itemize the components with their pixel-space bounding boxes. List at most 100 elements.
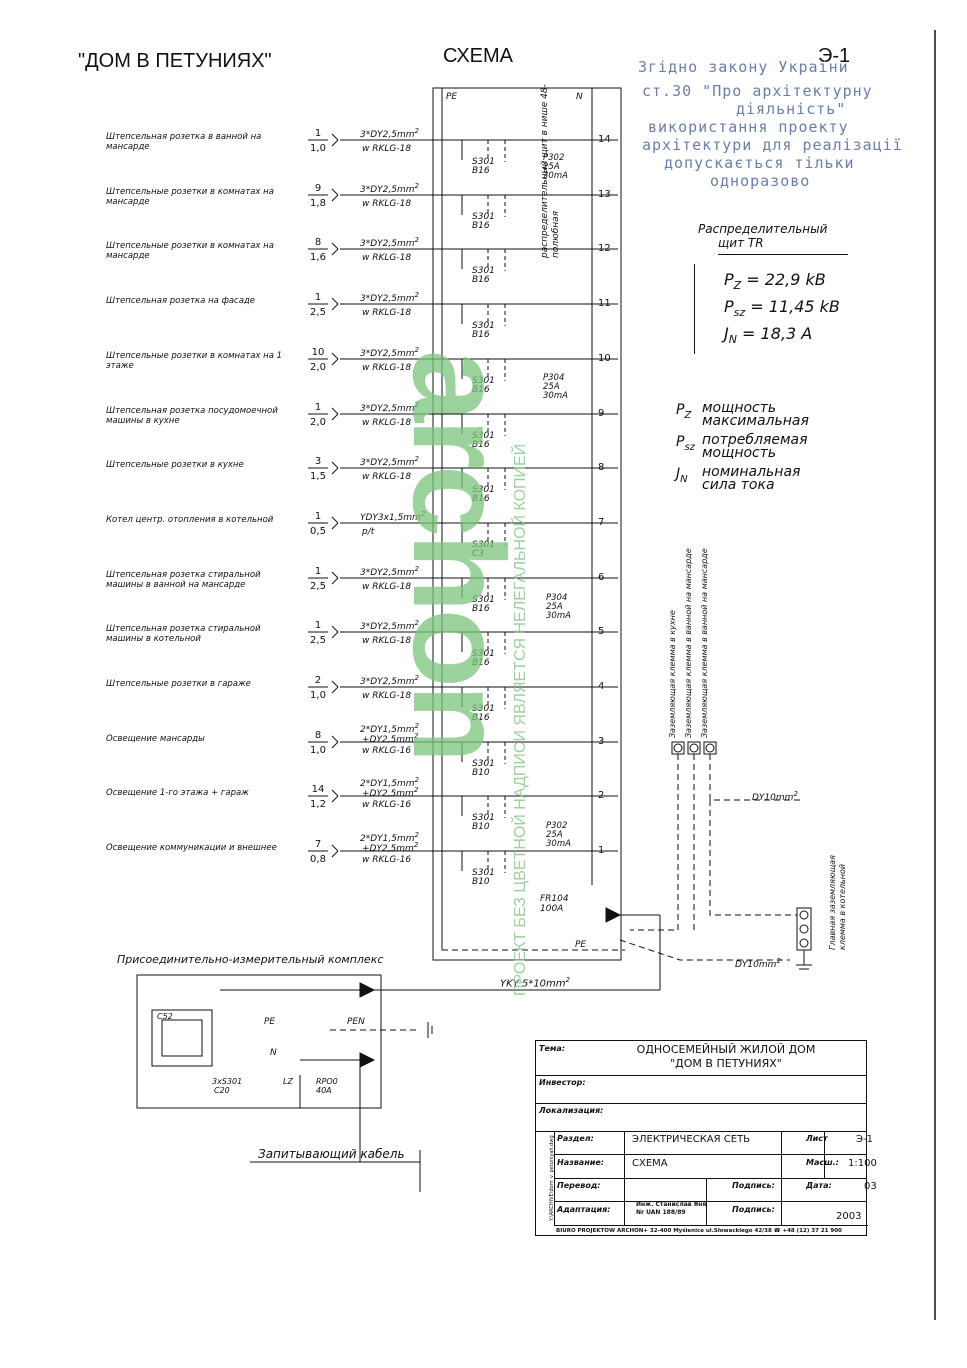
circuit-breaker-name: S301 bbox=[472, 813, 495, 823]
scheme-title: СХЕМА bbox=[443, 45, 513, 67]
tb-sheet: Э-1 bbox=[856, 1134, 873, 1145]
circuit-breaker-name: S301 bbox=[472, 649, 495, 659]
watermark-logo: archon bbox=[386, 350, 532, 760]
circuit-cable: 3*DY2,5mm2 bbox=[360, 346, 419, 359]
circuit-label: Штепсельные розетки в комнатах на мансар… bbox=[106, 241, 274, 261]
circuit-breaker-rating: B16 bbox=[472, 440, 490, 450]
circuit-label: Штепсельные розетки в комнатах на мансар… bbox=[106, 187, 274, 207]
circuit-cable-sup: 2 bbox=[414, 291, 419, 299]
metering-pen: PEN bbox=[347, 1017, 365, 1027]
circuit-cable-type: w RKLG-18 bbox=[362, 582, 412, 592]
circuit-count: 1 bbox=[314, 620, 322, 631]
circuit-breaker-rating: B16 bbox=[472, 658, 490, 668]
rcd-name: P302 bbox=[546, 821, 568, 831]
circuit-cable-sup: 2 bbox=[414, 236, 419, 244]
circuit-cable-text: 2*DY1,5mm bbox=[360, 834, 415, 844]
legend-symbol: J bbox=[676, 466, 681, 482]
circuit-number: 8 bbox=[598, 462, 605, 473]
circuit-count: 3 bbox=[314, 456, 322, 467]
legend-text-2: сила тока bbox=[702, 477, 775, 493]
circuit-label: Освещение 1-го этажа + гараж bbox=[106, 788, 249, 798]
circuit-breaker-rating: B16 bbox=[472, 166, 490, 176]
main-cable-sup: 2 bbox=[565, 976, 570, 984]
metering-pe: PE bbox=[264, 1017, 276, 1027]
circuit-length: 2,0 bbox=[310, 362, 326, 373]
circuit-length: 1,0 bbox=[310, 745, 326, 756]
circuit-length: 1,0 bbox=[310, 690, 326, 701]
legend-text-1: мощность bbox=[702, 400, 777, 416]
board-psz: Psz = 11,45 kB bbox=[724, 297, 840, 320]
board-info: Распределительный щит TR bbox=[698, 222, 848, 255]
circuit-label: Штепсельные розетки в кухне bbox=[106, 460, 244, 470]
circuit-breaker-rating: B10 bbox=[472, 877, 490, 887]
circuit-cable: 3*DY2,5mm2 bbox=[360, 236, 419, 249]
board-title-2: щит TR bbox=[718, 236, 848, 255]
main-cable: YKY 5*10mm bbox=[500, 978, 566, 990]
meter-label: C52 bbox=[157, 1012, 173, 1021]
circuit-length: 1,0 bbox=[310, 143, 326, 154]
circuit-cable-sup: 2 bbox=[414, 565, 419, 573]
tb-footer: BIURO PROJEKTOW ARCHON+ 32-400 Myślenice… bbox=[554, 1225, 868, 1236]
circuit-count: 10 bbox=[311, 347, 325, 358]
approval-stamp: Згідно закону України ст.30 "Про архітек… bbox=[636, 58, 906, 190]
circuit-cable-type: w RKLG-18 bbox=[362, 418, 412, 428]
metering-n: N bbox=[270, 1048, 277, 1058]
metering-fuse: RPO0 40A bbox=[316, 1077, 338, 1095]
circuit-cable-sup: 2 bbox=[414, 127, 419, 135]
circuit-breaker-name: S301 bbox=[472, 266, 495, 276]
legend-sub: Z bbox=[684, 409, 692, 421]
metering-box bbox=[136, 974, 382, 1109]
main-cable-label: YKY 5*10mm2 bbox=[500, 976, 570, 989]
circuit-label: Штепсельная розетка в ванной на мансарде bbox=[106, 132, 262, 152]
circuit-count: 1 bbox=[314, 292, 322, 303]
board-jn-value: = 18,3 A bbox=[742, 324, 813, 343]
tb-name-label: Название: bbox=[557, 1157, 604, 1167]
tb-scale: 1:100 bbox=[848, 1157, 877, 1169]
legend-text-1: потребляемая bbox=[702, 432, 808, 448]
circuit-breaker-name: S301 bbox=[472, 540, 495, 550]
circuit-length: 1,6 bbox=[310, 252, 326, 263]
circuit-number: 12 bbox=[598, 243, 611, 254]
metering-breakers-2: C20 bbox=[214, 1086, 230, 1095]
circuit-cable-extra-text: +DY2,5mm bbox=[362, 735, 414, 745]
circuit-cable-sup: 2 bbox=[414, 674, 419, 682]
circuit-label: Котел центр. отопления в котельной bbox=[106, 515, 274, 525]
stamp-line: діяльність" bbox=[736, 100, 847, 118]
circuit-cable-sup: 2 bbox=[414, 182, 419, 190]
circuit-cable-text: 3*DY2,5mm bbox=[360, 458, 415, 468]
circuit-cable-type: w RKLG-16 bbox=[362, 746, 412, 756]
circuit-breaker-name: S301 bbox=[472, 321, 495, 331]
circuit-cable-text: 3*DY2,5mm bbox=[360, 294, 415, 304]
circuit-breaker-rating: B16 bbox=[472, 385, 490, 395]
circuit-cable-sup: 2 bbox=[414, 401, 419, 409]
circuit-cable-type: w RKLG-18 bbox=[362, 253, 412, 263]
metering-fuse-2: 40A bbox=[316, 1086, 332, 1095]
circuit-breaker-name: S301 bbox=[472, 704, 495, 714]
circuit-length: 2,5 bbox=[310, 635, 326, 646]
main-switch: FR104 100A bbox=[540, 894, 569, 914]
circuit-number: 10 bbox=[598, 353, 611, 364]
stamp-line: використання проекту bbox=[648, 118, 849, 136]
circuit-label: Освещение мансарды bbox=[106, 734, 205, 744]
tb-date1: 03 bbox=[864, 1181, 877, 1192]
ground-cable-top: DY10mm2 bbox=[752, 790, 798, 803]
circuit-number: 13 bbox=[598, 189, 611, 200]
circuit-cable-type: w RKLG-18 bbox=[362, 308, 412, 318]
circuit-cable-type: w RKLG-18 bbox=[362, 691, 412, 701]
circuit-cable-type: w RKLG-18 bbox=[362, 636, 412, 646]
tb-tema-1: ОДНОСЕМЕЙНЫЙ ЖИЛОЙ ДОМ bbox=[636, 1043, 816, 1056]
circuit-number: 4 bbox=[598, 681, 605, 692]
circuit-cable: 3*DY2,5mm2 bbox=[360, 127, 419, 140]
title-block: Тема: ОДНОСЕМЕЙНЫЙ ЖИЛОЙ ДОМ "ДОМ В ПЕТУ… bbox=[535, 1040, 877, 1236]
circuit-number: 3 bbox=[598, 736, 605, 747]
supply-cable-label: Запитывающий кабель bbox=[258, 1147, 405, 1161]
circuit-cable-sup: 2 bbox=[420, 510, 426, 518]
